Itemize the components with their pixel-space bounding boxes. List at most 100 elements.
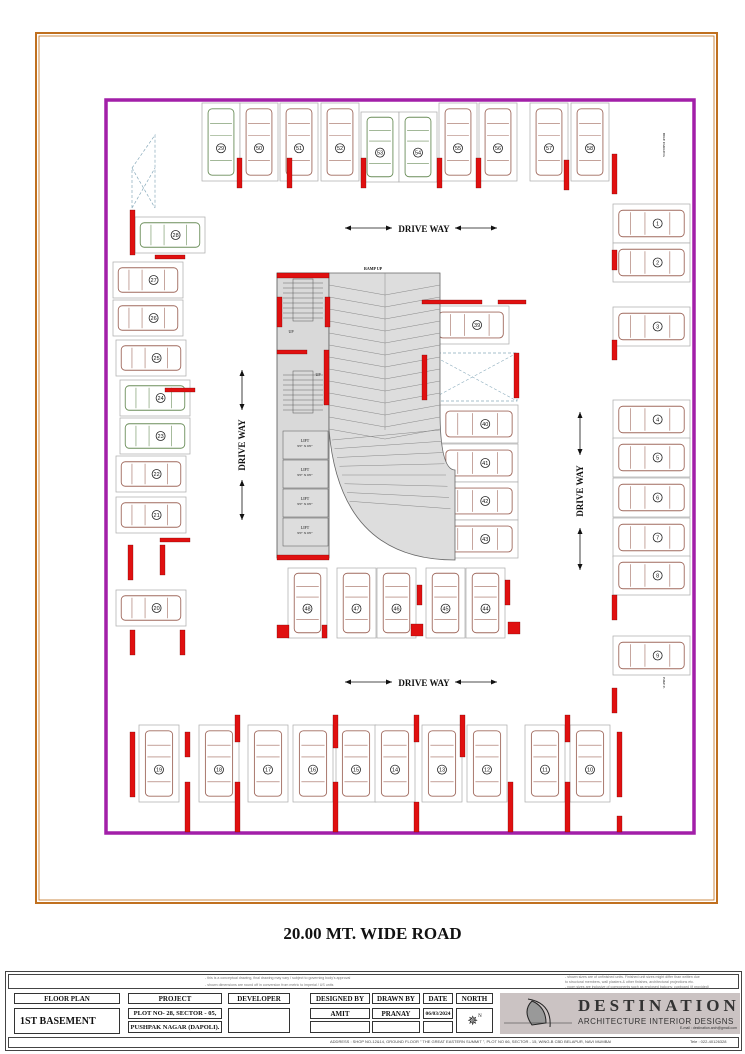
structural-column bbox=[324, 296, 331, 328]
arrow-head-icon bbox=[239, 514, 245, 520]
car-body bbox=[245, 108, 273, 176]
stall-number-circle bbox=[148, 313, 159, 323]
parking-stall-1: 1 bbox=[612, 203, 691, 244]
parking-stall-12: 12 bbox=[466, 724, 508, 803]
stair-well bbox=[292, 278, 314, 322]
stall-number-circle bbox=[453, 143, 463, 154]
car-icon bbox=[618, 209, 685, 238]
structural-column bbox=[459, 714, 466, 758]
stall-number: 2 bbox=[656, 261, 659, 267]
lift-label: LIFT bbox=[301, 467, 310, 472]
floor-plan-value: 1ST BASEMENT bbox=[14, 1008, 120, 1034]
parking-stall-25: 25 bbox=[115, 339, 187, 377]
parking-stall-2: 2 bbox=[612, 242, 691, 283]
stall-number-circle bbox=[308, 764, 318, 775]
structural-column bbox=[513, 352, 520, 399]
car-body bbox=[298, 730, 328, 797]
car-icon bbox=[245, 108, 273, 176]
car-icon bbox=[484, 108, 512, 176]
firm-name: DESTINATION bbox=[578, 996, 740, 1015]
arrow-head-icon bbox=[386, 679, 392, 685]
header-developer: DEVELOPER bbox=[228, 993, 290, 1004]
lift-shaft-2 bbox=[282, 459, 329, 489]
stall-number: 27 bbox=[151, 278, 157, 284]
car-icon bbox=[144, 730, 174, 797]
parking-stall-18: 18 bbox=[198, 724, 240, 803]
stall-number-circle bbox=[302, 603, 313, 614]
stall-number: 19 bbox=[156, 768, 162, 774]
parking-stall-40: 40 bbox=[439, 404, 519, 444]
parking-stall-50: 50 bbox=[239, 102, 279, 182]
stall-number: 56 bbox=[495, 146, 501, 152]
car-body bbox=[431, 572, 460, 634]
car-icon bbox=[204, 730, 234, 797]
developer-value bbox=[228, 1008, 290, 1033]
stall-number-circle bbox=[214, 764, 224, 775]
car-body bbox=[380, 730, 410, 797]
structural-column bbox=[507, 781, 514, 833]
structural-column bbox=[410, 623, 424, 637]
lift-shaft-3 bbox=[282, 488, 329, 518]
drawn-by-blank bbox=[372, 1021, 420, 1033]
structural-column bbox=[413, 801, 420, 833]
stall-number: 8 bbox=[656, 574, 659, 580]
parking-stall-22: 22 bbox=[115, 455, 187, 493]
car-icon bbox=[382, 572, 411, 634]
stall-number-circle bbox=[652, 532, 663, 543]
stall-number: 26 bbox=[151, 316, 157, 322]
stall-number-circle bbox=[480, 603, 491, 614]
stall-number-circle bbox=[652, 321, 663, 332]
firm-tagline: ARCHITECTURE INTERIOR DESIGNS bbox=[578, 1017, 734, 1026]
arrow-head-icon bbox=[386, 225, 392, 231]
note-right-1: - shown sizes are of unfinished units. F… bbox=[565, 975, 700, 979]
car-body bbox=[285, 108, 313, 176]
stall-number-circle bbox=[155, 431, 166, 441]
stall-number-circle bbox=[652, 452, 663, 463]
parking-stall-24: 24 bbox=[119, 379, 191, 417]
car-body bbox=[124, 423, 186, 449]
north-arrow-icon: ✵N bbox=[456, 1008, 493, 1033]
stall-number: 46 bbox=[393, 607, 399, 613]
structural-column bbox=[416, 584, 423, 606]
structural-column bbox=[276, 624, 290, 639]
stall-number-circle bbox=[335, 143, 345, 154]
stall-number: 28 bbox=[173, 233, 179, 239]
car-body bbox=[472, 730, 502, 797]
parking-stall-4: 4 bbox=[612, 399, 691, 440]
car-icon bbox=[117, 305, 179, 331]
car-icon bbox=[618, 248, 685, 277]
ramp-curve-line bbox=[349, 501, 451, 509]
parking-stall-6: 6 bbox=[612, 477, 691, 518]
ramp bbox=[328, 272, 456, 561]
stall-number: 57 bbox=[546, 146, 552, 152]
stall-number: 50 bbox=[256, 146, 262, 152]
stall-number: 48 bbox=[304, 607, 310, 613]
stall-number: 13 bbox=[439, 768, 445, 774]
notes-row bbox=[8, 974, 739, 989]
stall-number: 18 bbox=[216, 768, 222, 774]
stall-number-circle bbox=[294, 143, 304, 154]
stall-number: 10 bbox=[587, 768, 593, 774]
car-body bbox=[575, 730, 605, 797]
parking-stall-3: 3 bbox=[612, 306, 691, 347]
car-icon bbox=[431, 572, 460, 634]
note-left-1: - this is a conceptual drawing, final dr… bbox=[205, 976, 351, 980]
car-icon bbox=[253, 730, 283, 797]
stall-number-circle bbox=[652, 570, 663, 581]
stall-number-circle bbox=[480, 534, 491, 544]
stall-number: 51 bbox=[296, 146, 302, 152]
stall-number: 55 bbox=[455, 146, 461, 152]
car-icon bbox=[285, 108, 313, 176]
stall-number: 23 bbox=[158, 434, 164, 440]
car-body bbox=[124, 385, 186, 411]
header-drawn-by: DRAWN BY bbox=[372, 993, 420, 1004]
stall-number-circle bbox=[652, 257, 663, 268]
structural-column bbox=[323, 349, 330, 406]
ramp-curve-line bbox=[331, 429, 441, 441]
structural-column bbox=[276, 349, 308, 355]
stall-number-circle bbox=[652, 650, 663, 661]
car-body bbox=[366, 116, 394, 178]
project-line-1: PLOT NO- 28, SECTOR - 05, bbox=[128, 1008, 222, 1019]
stall-number-circle bbox=[148, 275, 159, 285]
stall-number-circle bbox=[155, 393, 166, 403]
